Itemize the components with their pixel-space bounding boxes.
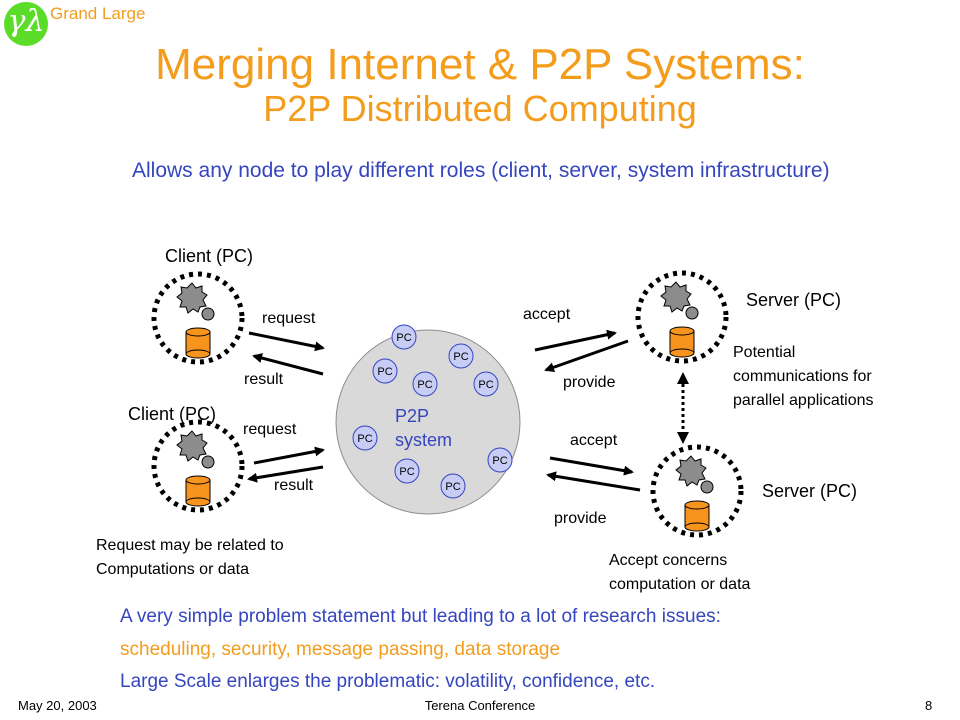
pc-label: PC bbox=[396, 332, 411, 344]
logo-text: Grand Large bbox=[50, 4, 146, 23]
label-result-top: result bbox=[244, 371, 284, 388]
label-client-bottom: Client (PC) bbox=[128, 404, 217, 424]
note-line: Accept concerns bbox=[609, 552, 728, 569]
node-client-bottom bbox=[154, 422, 242, 510]
dashed-arrow-up-head bbox=[677, 372, 689, 384]
p2p-system-label: P2P system bbox=[395, 404, 452, 452]
arrow-result-bottom bbox=[247, 465, 324, 483]
arrow-request-bottom bbox=[253, 446, 325, 465]
note-line: Request may be related to bbox=[96, 537, 284, 554]
p2p-label-line2: system bbox=[395, 430, 453, 450]
footer-page-number: 8 bbox=[925, 698, 933, 713]
node-server-bottom bbox=[653, 447, 741, 535]
note-line: Computations or data bbox=[96, 561, 249, 578]
note-line: Potential bbox=[733, 344, 796, 361]
p2p-label-line1: P2P bbox=[395, 406, 430, 426]
pc-label: PC bbox=[417, 379, 432, 391]
arrow-provide-top bbox=[544, 339, 629, 373]
pc-label: PC bbox=[357, 433, 372, 445]
pc-labels: PC PC PC PC PC PC PC PC PC bbox=[357, 332, 507, 493]
note-accept-concerns: Accept concerns computation or data bbox=[609, 549, 750, 597]
pc-node bbox=[391, 324, 417, 350]
pc-label: PC bbox=[478, 379, 493, 391]
pc-node bbox=[394, 458, 420, 484]
note-line: computation or data bbox=[609, 576, 751, 593]
arrow-provide-bottom bbox=[546, 471, 641, 492]
small-gear-icon bbox=[201, 307, 215, 321]
pc-node bbox=[473, 371, 499, 397]
gear-icon bbox=[176, 282, 208, 314]
pc-node bbox=[448, 343, 474, 369]
bottom-line-3: Large Scale enlarges the problematic: vo… bbox=[120, 671, 656, 692]
label-result-bottom: result bbox=[274, 477, 314, 494]
pc-label: PC bbox=[453, 351, 468, 363]
pc-label: PC bbox=[445, 481, 460, 493]
bottom-line-2: scheduling, security, message passing, d… bbox=[120, 639, 561, 660]
node-server-top bbox=[638, 273, 726, 361]
node-client-top bbox=[151, 271, 245, 365]
arrow-result-top bbox=[252, 353, 324, 376]
arrow-request-top bbox=[248, 331, 325, 352]
label-request-top: request bbox=[262, 310, 316, 327]
slide-subtitle: P2P Distributed Computing bbox=[263, 88, 697, 129]
note-request-related: Request may be related to Computations o… bbox=[96, 534, 284, 582]
label-request-bottom: request bbox=[243, 421, 297, 438]
pc-node bbox=[352, 425, 378, 451]
pc-label: PC bbox=[492, 455, 507, 467]
pc-node bbox=[372, 358, 398, 384]
note-line: parallel applications bbox=[733, 392, 874, 409]
footer-center: Terena Conference bbox=[424, 698, 536, 713]
dashed-arrow-down-head bbox=[677, 432, 689, 444]
note-line: communications for bbox=[733, 368, 872, 385]
intro-text: Allows any node to play different roles … bbox=[132, 159, 830, 182]
label-provide-bottom: provide bbox=[554, 510, 607, 527]
label-server-top: Server (PC) bbox=[746, 290, 842, 310]
arrow-accept-bottom bbox=[549, 456, 634, 476]
pc-node bbox=[412, 371, 438, 397]
note-parallel-comms: Potential communications for parallel ap… bbox=[733, 341, 874, 413]
label-provide-top: provide bbox=[563, 374, 616, 391]
label-server-bottom: Server (PC) bbox=[762, 481, 858, 501]
slide-title: Merging Internet & P2P Systems: bbox=[155, 40, 805, 89]
label-client-top: Client (PC) bbox=[165, 246, 254, 266]
pc-node bbox=[440, 473, 466, 499]
pc-label: PC bbox=[377, 366, 392, 378]
pc-label: PC bbox=[399, 466, 414, 478]
label-accept-bottom: accept bbox=[570, 432, 618, 449]
label-accept-top: accept bbox=[523, 306, 571, 323]
arrow-accept-top bbox=[534, 329, 617, 352]
pc-nodes bbox=[352, 324, 513, 499]
pc-node bbox=[487, 447, 513, 473]
bottom-line-1: A very simple problem statement but lead… bbox=[120, 606, 721, 627]
database-icon bbox=[185, 327, 211, 359]
logo-badge: γλ bbox=[4, 2, 48, 46]
footer-date: May 20, 2003 bbox=[18, 698, 97, 713]
